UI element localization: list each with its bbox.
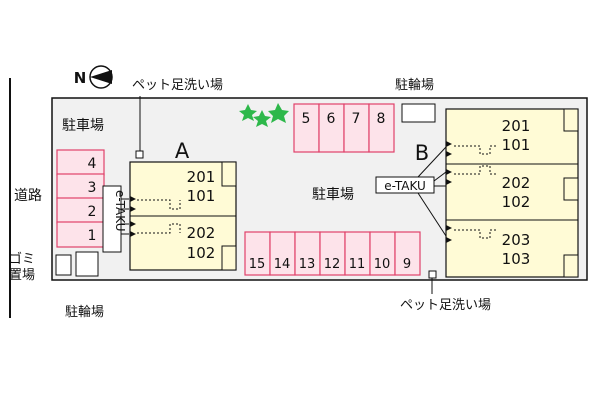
parking-space [294, 231, 321, 276]
unit-number: 101 [502, 136, 531, 154]
garbage-label-line2: 置場 [9, 268, 35, 283]
etaku-connector [433, 171, 447, 182]
door-marker-icon [130, 196, 136, 202]
parking-space [318, 103, 345, 153]
building-a-balcony [221, 161, 237, 187]
parking-space-number: 9 [403, 257, 411, 272]
unit-number: 201 [187, 168, 216, 186]
unit-number: 102 [187, 244, 216, 262]
door-marker-icon [446, 237, 452, 243]
compass: N [74, 65, 113, 89]
parking-space-number: 3 [88, 180, 97, 196]
parking-space [344, 231, 371, 276]
parking-space-number: 2 [88, 204, 97, 220]
building-b-body [445, 108, 579, 278]
parking-space [394, 231, 421, 276]
parking-space [56, 221, 105, 248]
garbage-label-line1: ゴミ [9, 251, 35, 267]
trees [239, 103, 289, 127]
building-b-balcony [563, 177, 579, 201]
door-marker-icon [446, 179, 452, 185]
door-marker-icon [446, 141, 452, 147]
pet-wash-top-marker [135, 150, 144, 159]
unit-number: 101 [187, 187, 216, 205]
bicycle-bottom-label: 駐輪場 [65, 304, 104, 320]
parking-space-number: 6 [327, 111, 336, 127]
road-label: 道路 [14, 188, 42, 204]
parking-left-group: 4 3 2 1 [56, 149, 105, 248]
tree-icon [253, 110, 271, 127]
parking-space-number: 1 [88, 228, 97, 244]
building-a-etaku-label: e-TAKU [113, 190, 127, 232]
parking-space-number: 13 [299, 257, 316, 272]
parking-space-number: 10 [374, 257, 391, 272]
unit-number: 102 [502, 193, 531, 211]
door-marker-icon [446, 225, 452, 231]
unit-number: 203 [502, 231, 531, 249]
etaku-connector [417, 192, 447, 237]
building-b-corridor [454, 145, 496, 155]
parking-top-group: 5 6 7 8 [293, 103, 395, 153]
door-marker-icon [446, 151, 452, 157]
parking-space [319, 231, 346, 276]
parking-space-number: 4 [88, 156, 97, 172]
parking-label: 駐車場 [62, 117, 104, 134]
parking-space [56, 173, 105, 200]
bicycle-bottom-area [75, 251, 99, 277]
parking-bottom-group: 15 14 13 12 11 10 9 [244, 231, 421, 276]
unit-number: 202 [502, 174, 531, 192]
building-b-balcony [563, 108, 579, 132]
compass-north-label: N [74, 69, 87, 87]
parking-space-number: 14 [274, 257, 291, 272]
unit-number: 202 [187, 224, 216, 242]
parking-space [368, 103, 395, 153]
parking-space-number: 8 [377, 111, 386, 127]
building-a-corridor [137, 223, 181, 234]
parking-space-number: 12 [324, 257, 341, 272]
door-marker-icon [446, 169, 452, 175]
unit-number: 103 [502, 250, 531, 268]
building-b-etaku [375, 176, 435, 194]
tree-icon [239, 104, 257, 121]
building-a-etaku [102, 185, 122, 253]
building-a-corridor [137, 199, 181, 210]
garbage-area [55, 254, 72, 276]
parking-space [56, 197, 105, 224]
building-b-balcony [563, 254, 579, 278]
parking-space-number: 7 [352, 111, 361, 127]
building-a-balcony [221, 245, 237, 271]
building-a-name: A [175, 139, 190, 163]
pet-wash-bottom-label: ペット足洗い場 [400, 298, 491, 313]
bicycle-top-label: 駐輪場 [395, 77, 434, 93]
building-b: B 201 101 202 102 203 103 e-TAKU [375, 108, 579, 278]
tree-icon [268, 103, 289, 123]
parking-center-label: 駐車場 [312, 186, 354, 203]
north-arrow-icon [90, 70, 112, 84]
etaku-connector [417, 146, 447, 178]
building-b-etaku-label: e-TAKU [384, 179, 426, 193]
parking-space [244, 231, 271, 276]
parking-space [369, 231, 396, 276]
building-b-corridor [454, 229, 496, 239]
door-marker-icon [130, 231, 136, 237]
parking-space-number: 15 [249, 257, 266, 272]
parking-space [56, 149, 105, 176]
door-marker-icon [130, 221, 136, 227]
parking-space-number: 5 [302, 111, 311, 127]
bicycle-top-area [401, 103, 436, 123]
pet-wash-bottom-marker [428, 270, 437, 279]
parking-space-number: 11 [349, 257, 366, 272]
building-b-corridor [454, 165, 496, 175]
parking-space [343, 103, 370, 153]
unit-number: 201 [502, 117, 531, 135]
door-marker-icon [130, 206, 136, 212]
parking-space [269, 231, 296, 276]
building-a: A 201 101 202 102 e-TAKU [102, 139, 237, 271]
pet-wash-top-label: ペット足洗い場 [132, 78, 223, 93]
building-b-name: B [415, 141, 429, 165]
